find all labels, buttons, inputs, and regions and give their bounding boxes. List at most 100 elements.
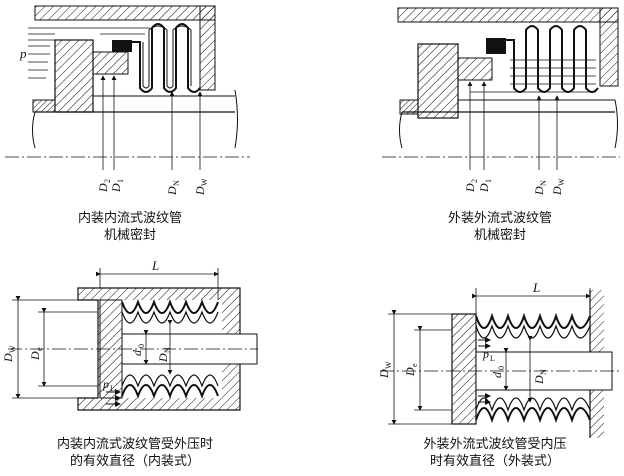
caption-line-1: 外装外流式波纹管受内压 xyxy=(423,437,567,452)
svg-text:D: D xyxy=(156,353,170,363)
svg-text:d: d xyxy=(130,349,144,356)
label-L: L xyxy=(532,280,540,295)
dimension-lines xyxy=(467,81,560,170)
caption-panel-4: 外装外流式波纹管受内压 时有效直径（外装式） xyxy=(380,436,610,470)
stationary-ring xyxy=(54,39,94,113)
gland-seal xyxy=(399,99,419,115)
ring-holder xyxy=(112,40,132,52)
caption-panel-3: 内装内流式波纹管受外压时 的有效直径（内装式） xyxy=(20,436,250,470)
label-DW: DW xyxy=(193,178,209,196)
svg-text:D: D xyxy=(193,186,207,196)
svg-text:L: L xyxy=(110,384,115,393)
pressure-label-p: p xyxy=(19,46,27,61)
svg-text:0: 0 xyxy=(137,344,146,348)
svg-text:0: 0 xyxy=(497,366,506,370)
label-DN: DN xyxy=(532,369,548,385)
svg-text:W: W xyxy=(8,345,17,353)
svg-text:D: D xyxy=(532,186,546,196)
label-De: De xyxy=(403,363,419,377)
svg-text:2: 2 xyxy=(470,179,479,183)
caption-line-1: 外装外流式波纹管 xyxy=(447,211,552,226)
svg-text:D: D xyxy=(109,183,123,193)
svg-text:W: W xyxy=(384,361,393,369)
bellows-top xyxy=(475,312,591,329)
label-d0: d0 xyxy=(130,344,146,356)
label-D2: D2 xyxy=(96,179,112,193)
svg-text:L: L xyxy=(490,354,495,363)
housing-wall xyxy=(599,7,619,87)
bellows-top xyxy=(121,299,219,314)
svg-text:1: 1 xyxy=(116,179,125,183)
svg-text:D: D xyxy=(550,186,564,196)
svg-text:W: W xyxy=(557,178,566,186)
caption-panel-1: 内装内流式波纹管 机械密封 xyxy=(40,210,220,244)
pressure-arrows xyxy=(478,337,491,405)
svg-text:1: 1 xyxy=(484,179,493,183)
svg-text:D: D xyxy=(28,351,42,361)
panel-2-drawing: D2 D1 DN DW xyxy=(382,7,620,196)
bellows-bottom xyxy=(475,407,591,424)
svg-text:e: e xyxy=(35,347,44,351)
svg-text:p: p xyxy=(102,377,109,391)
ring-holder xyxy=(486,38,506,54)
bellows-bottom xyxy=(121,384,219,399)
caption-line-1: 内装内流式波纹管受外压时 xyxy=(56,437,213,452)
housing-top xyxy=(397,7,619,23)
label-DW: DW xyxy=(550,178,566,196)
panel-1-drawing: p D2 D1 DN DW xyxy=(5,5,250,196)
svg-text:p: p xyxy=(482,347,489,361)
bellows xyxy=(506,25,599,93)
svg-text:W: W xyxy=(200,178,209,186)
svg-text:N: N xyxy=(539,369,548,375)
svg-text:N: N xyxy=(163,347,172,353)
label-D1: D1 xyxy=(477,179,493,193)
rotating-ring xyxy=(92,51,129,75)
pressure-arrows xyxy=(106,389,121,407)
label-L: L xyxy=(151,258,159,273)
label-DN: DN xyxy=(532,180,548,196)
caption-line-1: 内装内流式波纹管 xyxy=(77,211,182,226)
label-De: De xyxy=(28,347,44,361)
svg-text:D: D xyxy=(377,369,391,379)
svg-text:D: D xyxy=(532,375,546,385)
housing-top xyxy=(34,5,216,21)
svg-text:D: D xyxy=(477,183,491,193)
liquid-lines xyxy=(470,59,596,93)
label-d0: d0 xyxy=(490,366,506,378)
rotating-ring xyxy=(457,57,493,81)
housing-wall xyxy=(199,5,216,91)
svg-text:2: 2 xyxy=(103,179,112,183)
bellows-inner xyxy=(142,25,192,89)
svg-text:N: N xyxy=(539,180,548,186)
caption-line-2: 时有效直径（外装式） xyxy=(429,454,560,469)
svg-text:D: D xyxy=(463,183,477,193)
caption-line-2: 机械密封 xyxy=(103,228,156,243)
label-D2: D2 xyxy=(463,179,479,193)
label-DW: DW xyxy=(1,345,17,363)
svg-text:e: e xyxy=(410,363,419,367)
svg-text:N: N xyxy=(172,180,181,186)
svg-text:D: D xyxy=(403,367,417,377)
end-plate xyxy=(451,313,477,425)
svg-text:D: D xyxy=(96,183,110,193)
svg-text:D: D xyxy=(165,186,179,196)
caption-panel-2: 外装外流式波纹管 机械密封 xyxy=(410,210,590,244)
label-D1: D1 xyxy=(109,179,125,193)
dimension-lines xyxy=(100,75,203,170)
label-DN: DN xyxy=(165,180,181,196)
label-DN: DN xyxy=(156,347,172,363)
svg-text:D: D xyxy=(1,353,15,363)
label-DW: DW xyxy=(377,361,393,379)
svg-text:d: d xyxy=(490,371,504,378)
gland-seal xyxy=(32,99,56,113)
caption-line-2: 的有效直径（内装式） xyxy=(69,454,200,469)
bellows xyxy=(132,23,201,93)
stationary-ring xyxy=(417,43,459,119)
caption-line-2: 机械密封 xyxy=(473,228,526,243)
liquid-lines xyxy=(28,27,150,79)
